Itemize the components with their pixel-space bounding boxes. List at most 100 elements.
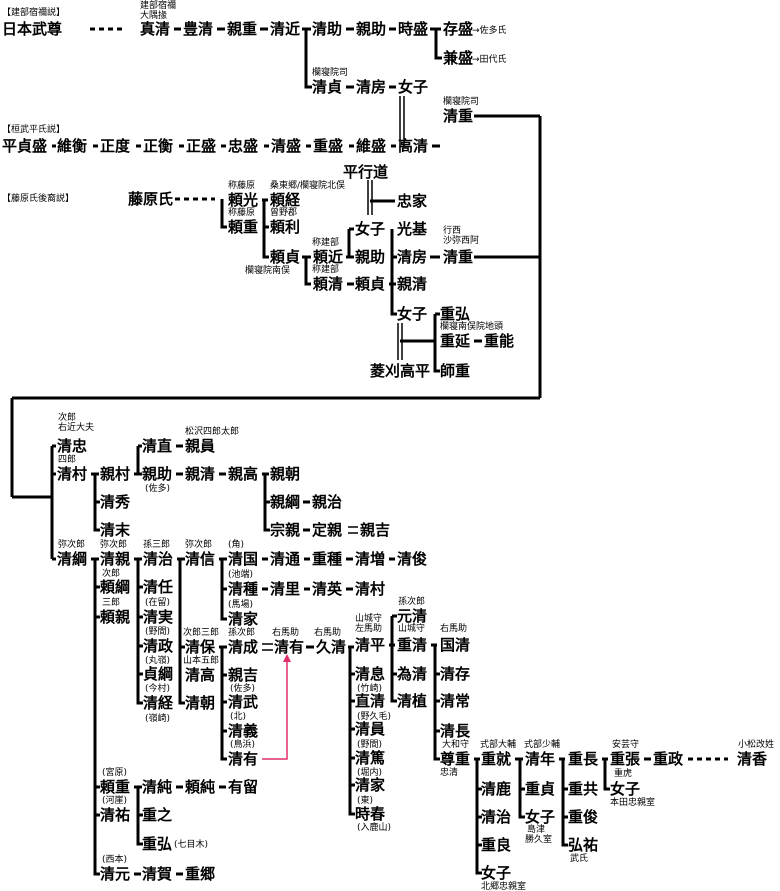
person-name: 重張 <box>610 750 641 768</box>
person-name: 清秀 <box>100 493 131 511</box>
person-note: 右馬助 <box>272 628 300 638</box>
person-note: 小松改姓 <box>738 740 775 750</box>
person-note: 次郎 <box>58 413 77 423</box>
person-name: 重共 <box>568 780 599 798</box>
person-note: 右近大夫 <box>58 423 95 433</box>
connector <box>134 785 226 876</box>
person-note: (七目木) <box>174 840 209 850</box>
person-note: 勝久室 <box>525 835 553 845</box>
person-note: 建部宿禰 <box>140 1 177 11</box>
person-name: 重清 <box>397 636 428 654</box>
person-name: 頼重 <box>228 218 259 236</box>
person-name: 維衡 <box>57 137 88 155</box>
person-note: 曾野郡 <box>270 208 298 218</box>
person-name: 頼光 <box>228 191 259 209</box>
person-note: 本田忠親室 <box>610 798 656 808</box>
person-name: 清実 <box>143 608 174 626</box>
person-name: 清政 <box>143 637 174 655</box>
person-name: 豊清 <box>183 20 214 38</box>
connector <box>91 557 395 876</box>
person-note: 欄寝院南俣 <box>245 266 291 276</box>
person-name: 重盛 <box>313 137 344 155</box>
person-note: (馬場) <box>228 600 254 610</box>
person-name: 頼綱 <box>100 578 131 596</box>
person-name: 親村 <box>100 465 131 483</box>
person-note: 大隅掾 <box>140 11 168 21</box>
person-note: 称建部 <box>312 238 340 248</box>
person-name: 宗親 <box>270 521 301 539</box>
person-name: 定親 <box>312 521 343 539</box>
person-name: 清植 <box>397 692 428 710</box>
person-name: 清存 <box>440 665 471 683</box>
person-note: (佐多) <box>145 484 171 494</box>
person-name: 清貞 <box>312 78 343 96</box>
person-name: 清任 <box>143 578 174 596</box>
person-name: 清経 <box>143 694 174 712</box>
person-name: 藤原氏 <box>128 190 174 208</box>
dotted-line <box>90 27 728 761</box>
person-name: 女子 <box>398 78 429 96</box>
person-name: 清常 <box>440 692 471 710</box>
person-name: 清村 <box>355 580 386 598</box>
person-note: 松沢四郎太郎 <box>185 427 240 437</box>
person-name: 忠盛 <box>228 137 259 155</box>
person-name: 清保 <box>185 638 216 656</box>
person-name: 頼純 <box>185 778 216 796</box>
person-name: 尊重 <box>440 750 471 768</box>
person-name: 清親 <box>100 550 131 568</box>
person-name: 清国 <box>228 550 259 568</box>
person-name: 重之 <box>142 806 173 824</box>
person-name: 平貞盛 <box>2 137 48 155</box>
person-name: 清重 <box>443 107 474 125</box>
person-name: 清英 <box>312 580 343 598</box>
person-name: 清増 <box>355 550 386 568</box>
person-note: (堀内) <box>357 768 383 778</box>
person-name: 重就 <box>481 750 512 768</box>
person-name: 清員 <box>355 720 386 738</box>
person-note: (佐多) <box>230 684 256 694</box>
person-name: 清忠 <box>57 437 88 455</box>
person-note: (角) <box>228 540 245 550</box>
person-note: 武氏 <box>570 854 589 864</box>
person-note: (野間) <box>357 740 383 750</box>
person-name: 清直 <box>142 437 173 455</box>
person-note: 右馬助 <box>440 624 468 634</box>
person-note: 孫次郎 <box>228 628 256 638</box>
person-note: 山本五郎 <box>183 656 220 666</box>
person-note: (入鹿山) <box>357 823 392 833</box>
person-name: 清有 <box>274 638 305 656</box>
person-note: (池端) <box>228 570 254 580</box>
person-name: 清祐 <box>100 806 131 824</box>
person-name: 直清 <box>355 692 386 710</box>
person-name: 重長 <box>568 750 599 768</box>
person-name: 頼近 <box>313 248 344 266</box>
person-name: 重貞 <box>525 780 556 798</box>
person-name: 清息 <box>355 665 386 683</box>
person-note: (野間) <box>145 627 171 637</box>
person-name: 清有 <box>228 750 259 768</box>
person-name: 重良 <box>481 836 512 854</box>
person-note: 称建部 <box>312 265 340 275</box>
person-name: 頼貞 <box>355 275 386 293</box>
person-name: 重郷 <box>185 865 216 883</box>
person-name: 清高 <box>185 666 216 684</box>
person-name: 清武 <box>228 693 259 711</box>
person-note: 次郎三郎 <box>183 628 220 638</box>
person-note: 式部少輔 <box>524 740 561 750</box>
person-name: 国清 <box>440 636 471 654</box>
person-name: 頼重 <box>100 778 131 796</box>
person-name: 頼経 <box>270 191 301 209</box>
connector <box>219 614 440 816</box>
person-name: 清助 <box>312 20 343 38</box>
person-note: 称藤原 <box>228 181 256 191</box>
person-note: 大和守 <box>442 740 470 750</box>
person-name: 頼利 <box>270 218 301 236</box>
person-name: 有留 <box>228 778 259 796</box>
person-name: 平行道 <box>343 163 389 181</box>
person-note: 弥次郎 <box>100 540 128 550</box>
person-name: 清年 <box>525 750 556 768</box>
connector <box>174 27 442 89</box>
arrow-head-icon <box>283 654 291 662</box>
connector <box>91 444 310 532</box>
person-name: 清末 <box>100 521 131 539</box>
